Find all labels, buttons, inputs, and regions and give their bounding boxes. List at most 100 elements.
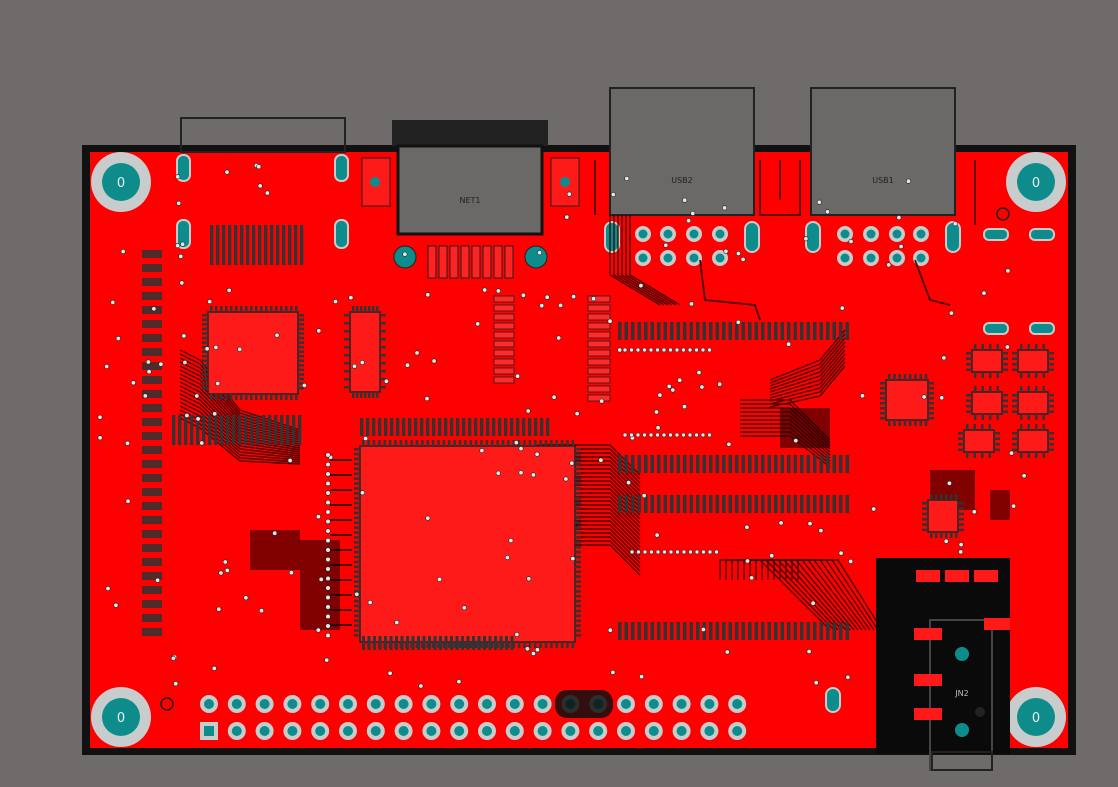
via: [194, 393, 200, 399]
ic-pin: [202, 336, 208, 340]
pin-row-pad: [748, 455, 752, 473]
ic-pin: [534, 440, 537, 446]
pin-row-pad: [208, 415, 212, 445]
pin-row-pad: [378, 418, 382, 436]
ic-pin: [245, 394, 248, 400]
pin-row-pad: [378, 636, 382, 650]
pin-row-pad: [839, 455, 843, 473]
via: [681, 432, 686, 438]
via: [648, 347, 654, 353]
header-pin-hole: [648, 726, 659, 736]
oval-pad: [744, 221, 760, 253]
net1-connector: [396, 144, 544, 236]
via: [694, 347, 699, 353]
via: [181, 333, 187, 339]
via: [635, 432, 641, 438]
ic-pin: [202, 355, 208, 358]
jack-label: JN2: [954, 689, 968, 698]
ic-pin: [575, 541, 581, 544]
pin-row-pad: [226, 415, 230, 445]
via: [175, 243, 181, 249]
ic-pin: [354, 599, 360, 603]
ic-pin: [880, 382, 886, 385]
ic-pin: [255, 394, 258, 400]
ic-pin: [994, 437, 1000, 440]
via: [657, 392, 663, 398]
ic-pin: [354, 536, 360, 539]
pin-row-pad: [222, 225, 226, 265]
pin-row-pad: [288, 225, 292, 265]
ic-pin: [290, 306, 293, 312]
ic-pin: [945, 532, 948, 538]
pin-row-pad: [360, 418, 364, 436]
pin-row-pad: [367, 636, 371, 650]
ic-pin: [1048, 432, 1054, 435]
header-pin-hole: [370, 699, 381, 709]
processor-qfp: [207, 311, 299, 395]
ic-pin: [202, 364, 208, 367]
ic-pin: [989, 414, 992, 420]
via: [199, 440, 205, 446]
ic-pin: [260, 394, 263, 400]
via: [694, 432, 699, 438]
ic-pin: [431, 642, 435, 648]
ic-pin: [575, 595, 581, 598]
via: [518, 470, 524, 476]
ic-pin: [880, 387, 886, 390]
oval-pad: [1029, 322, 1055, 335]
trace: [613, 215, 665, 306]
ic-pin: [1012, 368, 1018, 371]
pin-row-pad: [826, 622, 830, 640]
header-pin-hole: [231, 699, 242, 709]
via: [105, 585, 111, 591]
square-pad-inner: [204, 726, 214, 736]
via: [624, 176, 630, 182]
pin-row-pad: [298, 415, 302, 445]
via: [839, 305, 845, 311]
pin-row-pad: [624, 622, 629, 640]
passive-pad: [142, 404, 162, 412]
ic-pin: [354, 619, 360, 622]
via: [402, 251, 408, 257]
via: [666, 383, 672, 389]
passive-pad: [587, 340, 611, 348]
pin-row-pad: [715, 622, 720, 640]
ic-pin: [575, 482, 581, 485]
ic-pin: [958, 528, 964, 532]
ic-pin: [372, 440, 376, 446]
via: [688, 549, 693, 555]
ic-pin: [202, 350, 208, 353]
pin-row-pad: [826, 495, 830, 513]
via: [556, 335, 562, 341]
ic-pin: [575, 462, 581, 466]
ic-pin: [202, 318, 208, 322]
via: [607, 318, 613, 324]
mount-hole-label: 0: [117, 176, 125, 191]
ic-pin: [989, 372, 992, 378]
oval-pad: [983, 322, 1009, 335]
mount-hole-tr-inner: [1017, 163, 1055, 201]
passive-pad: [587, 295, 611, 303]
ic-pin: [354, 457, 360, 461]
via: [325, 604, 331, 610]
ic-pin: [250, 306, 253, 312]
pin-row-pad: [411, 636, 415, 650]
ic-pin: [903, 374, 907, 380]
ic-pin: [940, 494, 943, 500]
via: [325, 585, 331, 591]
via: [178, 253, 184, 259]
ic-pin: [220, 306, 223, 312]
ic-pin: [380, 354, 386, 357]
pin-row-pad: [735, 622, 739, 640]
via: [638, 283, 644, 289]
pin-row-pad: [754, 455, 759, 473]
via: [110, 299, 116, 305]
via: [629, 347, 634, 353]
ic-pin: [458, 440, 462, 446]
ic-pin: [1020, 344, 1023, 350]
pin-row-pad: [384, 418, 388, 436]
via: [558, 302, 564, 308]
via: [946, 480, 952, 486]
ic-pin: [966, 352, 972, 355]
pin-row-pad: [683, 322, 687, 340]
